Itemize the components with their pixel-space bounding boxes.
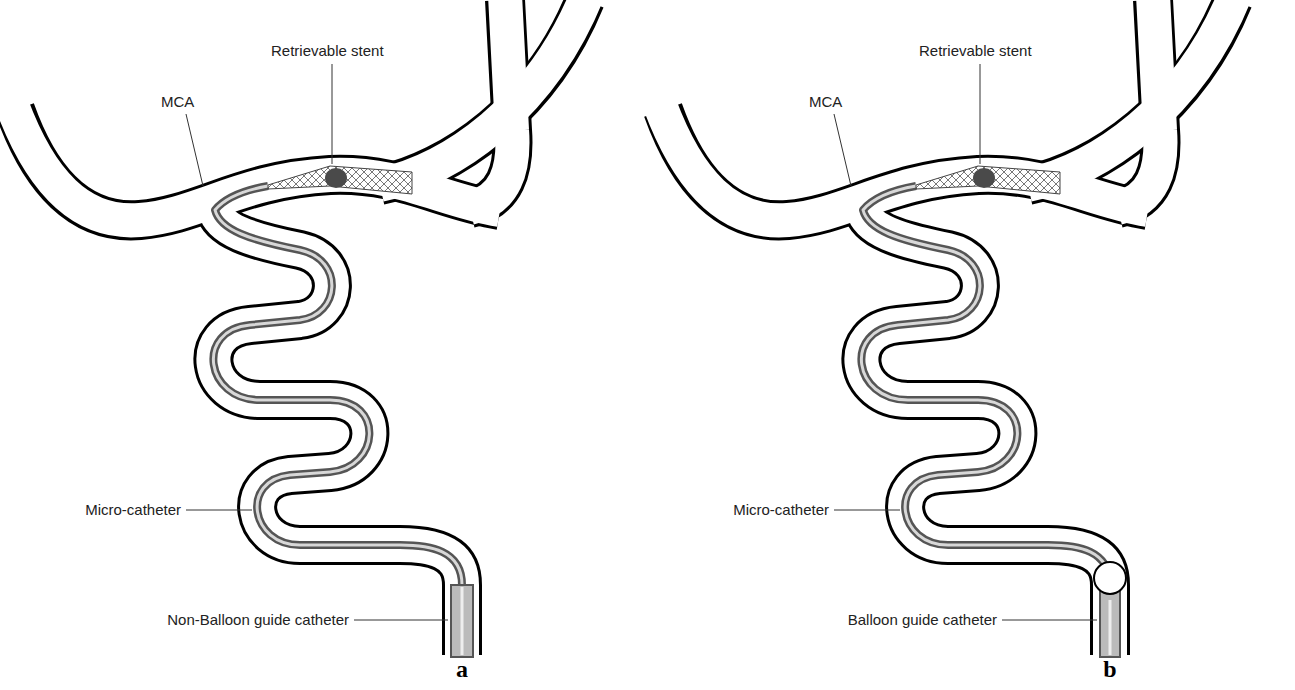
part-label: Retrievable stent (918, 42, 1033, 60)
panel-b-vessels (660, 0, 1235, 660)
panel-a-vessels (12, 0, 587, 660)
part-label: Retrievable stent (270, 42, 385, 60)
panel-letter: b (1102, 660, 1117, 678)
vessel-label: MCA (808, 93, 843, 111)
part-label: Micro-catheter (84, 501, 182, 519)
panel-letter: a (455, 660, 469, 678)
part-label: Balloon guide catheter (847, 611, 998, 629)
part-label: Non-Balloon guide catheter (166, 611, 350, 629)
leader-lines (186, 64, 1097, 620)
part-label: Micro-catheter (732, 501, 830, 519)
vessel-label: MCA (160, 93, 195, 111)
